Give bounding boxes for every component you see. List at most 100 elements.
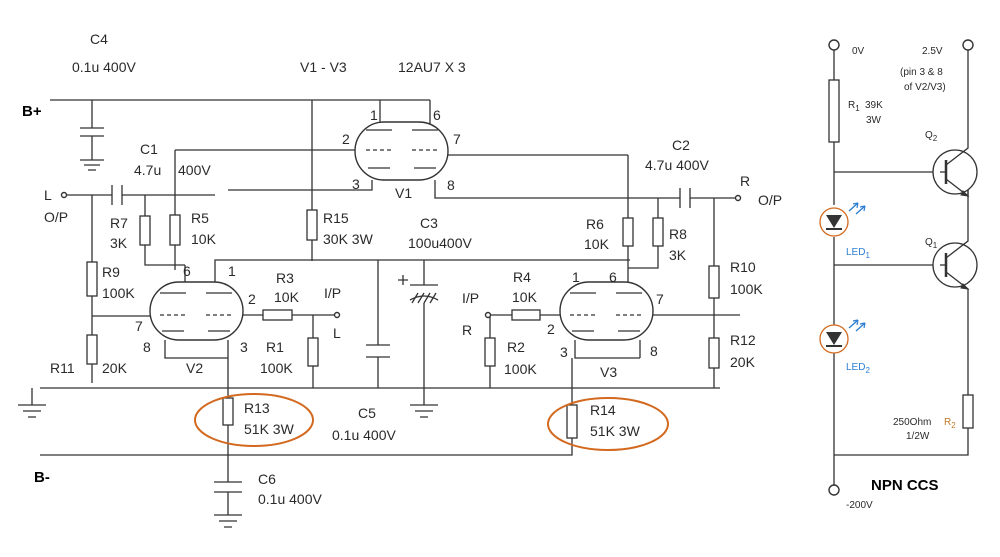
r7-value: 3K <box>110 235 128 251</box>
v2-pin-7: 7 <box>135 318 143 334</box>
c5-value: 0.1u 400V <box>332 427 396 443</box>
capacitor-c1-symbol <box>111 185 123 205</box>
r13-name: R13 <box>244 400 270 416</box>
v1-pin-1: 1 <box>370 107 378 123</box>
left-out-label: O/P <box>44 209 68 225</box>
r12-value: 20K <box>730 354 756 370</box>
v1-pin-2: 2 <box>342 131 350 147</box>
ip-right-label: I/P <box>462 290 479 306</box>
ground-symbols <box>18 156 438 528</box>
r6-value: 10K <box>584 236 610 252</box>
r10-value: 100K <box>730 281 763 297</box>
ccs-q1-transistor <box>932 240 978 292</box>
r13-value: 51K 3W <box>244 421 295 437</box>
terminal-left-out[interactable] <box>60 191 68 199</box>
r15-value: 30K 3W <box>323 231 374 247</box>
resistor-r15 <box>306 209 318 241</box>
highlight-r14 <box>547 397 669 451</box>
v1-pin-3: 3 <box>352 176 360 192</box>
ground-c6 <box>214 514 242 528</box>
v2-pin-1: 1 <box>228 263 236 279</box>
terminal-right-out[interactable] <box>734 194 742 202</box>
r5-name: R5 <box>191 210 209 226</box>
ground-c4 <box>80 156 104 171</box>
resistor-r1 <box>307 337 319 367</box>
r10-name: R10 <box>730 259 756 275</box>
r2-value: 100K <box>504 361 537 377</box>
r4-name: R4 <box>513 269 531 285</box>
c1-voltage: 400V <box>178 162 211 178</box>
ccs-r2-power: 1/2W <box>906 431 930 442</box>
v3-pin-2: 2 <box>547 321 555 337</box>
v2-pin-2: 2 <box>248 291 256 307</box>
c5-name: C5 <box>358 405 376 421</box>
c4-value: 0.1u 400V <box>72 59 136 75</box>
terminal-left-in[interactable] <box>333 311 341 319</box>
ccs-led2-label: LED2 <box>846 362 870 375</box>
tube-v3 <box>559 281 654 341</box>
ground-c3 <box>410 404 438 418</box>
ccs-led1 <box>819 202 866 237</box>
right-out-label: O/P <box>758 192 782 208</box>
ccs-title: NPN CCS <box>871 477 939 494</box>
tube-range: V1 - V3 <box>300 59 347 75</box>
ccs-note-line1: (pin 3 & 8 <box>900 67 943 78</box>
v2-pin-6: 6 <box>183 263 191 279</box>
capacitor-c5-symbol <box>366 344 390 358</box>
ccs-q2-label: Q2 <box>925 130 938 143</box>
r11-name: R11 <box>50 360 75 376</box>
resistor-r11 <box>86 334 98 365</box>
component-labels: C1 4.7u 400V C2 4.7u 400V C3 100u400V C5… <box>50 137 763 507</box>
c3-value: 100u400V <box>408 235 473 251</box>
capacitor-c6-symbol <box>214 481 242 493</box>
c2-value: 4.7u 400V <box>645 157 709 173</box>
c3-name: C3 <box>420 215 438 231</box>
r3-value: 10K <box>274 289 300 305</box>
r2-name: R2 <box>507 339 525 355</box>
c4-name: C4 <box>90 31 108 47</box>
resistor-r10 <box>708 265 720 299</box>
ip-left-channel: L <box>333 325 341 341</box>
v2-label: V2 <box>186 360 203 376</box>
resistor-r3 <box>262 309 293 321</box>
capacitor-c3-symbol <box>398 275 439 304</box>
v3-pin-1: 1 <box>572 269 580 285</box>
r1-name: R1 <box>266 339 284 355</box>
capacitor-c4-symbol <box>80 127 104 137</box>
ccs-0v-label: 0V <box>852 46 865 57</box>
left-in-label: L <box>44 187 52 203</box>
r8-value: 3K <box>669 247 687 263</box>
b-minus-label: B- <box>34 469 50 486</box>
v1-label: V1 <box>395 185 412 201</box>
tube-type: 12AU7 X 3 <box>398 59 466 75</box>
ccs-terminal-neg200v[interactable] <box>828 484 840 496</box>
r4-value: 10K <box>512 289 538 305</box>
v2-pin-3: 3 <box>240 339 248 355</box>
r14-value: 51K 3W <box>590 423 641 439</box>
tube-v1 <box>354 121 449 181</box>
ccs-2v5-label: 2.5V <box>922 46 943 57</box>
terminal-right-in[interactable] <box>484 311 492 319</box>
v3-label: V3 <box>600 364 617 380</box>
resistor-r13 <box>222 397 234 426</box>
r5-value: 10K <box>191 231 217 247</box>
v1-pin-8: 8 <box>447 177 455 193</box>
ccs-terminal-0v[interactable] <box>828 39 840 51</box>
ccs-q1-label: Q1 <box>925 237 938 250</box>
resistor-r8 <box>652 217 664 247</box>
resistor-r2 <box>484 337 496 367</box>
v2-pin-8: 8 <box>143 339 151 355</box>
ccs-r2-value: 250Ohm <box>893 417 931 428</box>
ccs-q2-transistor <box>932 122 978 198</box>
r15-name: R15 <box>323 210 349 226</box>
c6-name: C6 <box>258 471 276 487</box>
r8-name: R8 <box>669 226 687 242</box>
r9-value: 100K <box>102 285 135 301</box>
npn-ccs-panel: 0V 2.5V (pin 3 & 8 of V2/V3) R1 39K 3W Q… <box>819 39 978 511</box>
ccs-led2 <box>819 319 866 354</box>
v3-pin-8: 8 <box>650 343 658 359</box>
c1-value: 4.7u <box>134 162 161 178</box>
ccs-terminal-2v5[interactable] <box>962 39 974 51</box>
resistor-r4 <box>511 309 541 321</box>
resistor-r12 <box>708 337 720 369</box>
